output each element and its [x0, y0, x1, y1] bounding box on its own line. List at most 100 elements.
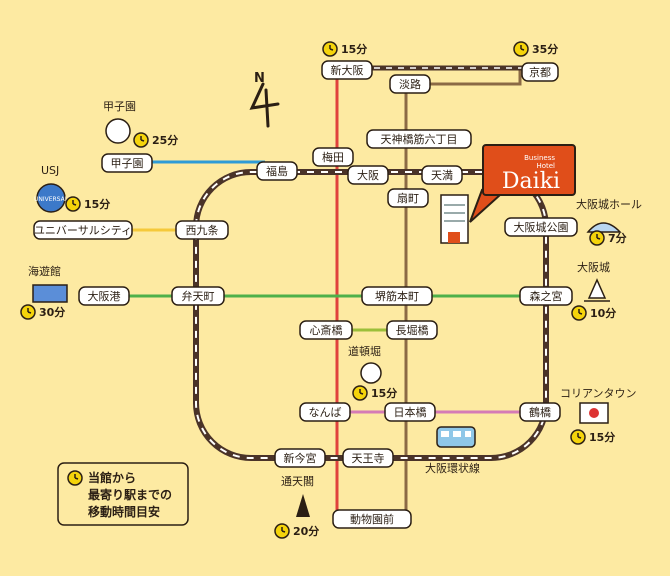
svg-text:森之宮: 森之宮 [530, 289, 563, 303]
svg-text:7分: 7分 [608, 231, 627, 245]
station-osakako[interactable]: 大阪港 [78, 286, 130, 306]
svg-text:大阪港: 大阪港 [88, 289, 121, 303]
svg-text:15分: 15分 [341, 42, 367, 56]
svg-text:15分: 15分 [371, 386, 397, 400]
svg-text:コリアンタウン: コリアンタウン [560, 387, 637, 400]
svg-text:淡路: 淡路 [399, 78, 421, 91]
spot-tsutenkaku[interactable]: 通天閣 20分 [274, 475, 319, 539]
station-nagahoribashi[interactable]: 長堀橋 [386, 320, 438, 340]
svg-text:30分: 30分 [39, 305, 65, 319]
svg-text:UNIVERSAL: UNIVERSAL [34, 196, 69, 203]
svg-text:ユニバーサルシティ: ユニバーサルシティ [34, 224, 132, 237]
station-namba[interactable]: なんば [299, 402, 351, 422]
station-ogimachi[interactable]: 扇町 [387, 188, 429, 208]
svg-text:15分: 15分 [589, 430, 615, 444]
legend: 当館から 最寄り駅までの 移動時間目安 [57, 462, 189, 526]
svg-text:大阪城: 大阪城 [577, 260, 610, 274]
svg-text:USJ: USJ [41, 164, 59, 177]
svg-text:15分: 15分 [84, 197, 110, 211]
station-bentencho[interactable]: 弁天町 [171, 286, 225, 306]
svg-text:動物園前: 動物園前 [350, 512, 394, 526]
station-tenjinbashi[interactable]: 天神橋筋六丁目 [366, 129, 472, 149]
tower-icon [296, 494, 310, 517]
baseball-icon [105, 118, 131, 144]
svg-text:鶴橋: 鶴橋 [529, 405, 551, 419]
svg-text:なんば: なんば [309, 406, 342, 419]
svg-text:福島: 福島 [266, 164, 288, 178]
station-tsuruhashi[interactable]: 鶴橋 [519, 402, 561, 422]
station-morinomiya[interactable]: 森之宮 [519, 286, 573, 306]
hotel-daiki-marker[interactable]: Business Hotel Daiki [469, 144, 576, 223]
svg-text:堺筋本町: 堺筋本町 [375, 289, 419, 303]
station-tennoji[interactable]: 天王寺 [342, 448, 394, 468]
svg-text:弁天町: 弁天町 [182, 289, 215, 303]
svg-text:西九条: 西九条 [186, 223, 219, 237]
svg-text:10分: 10分 [590, 306, 616, 320]
station-osaka[interactable]: 大阪 [347, 165, 389, 185]
svg-text:移動時間目安: 移動時間目安 [88, 504, 160, 519]
svg-text:長堀橋: 長堀橋 [396, 323, 429, 337]
svg-text:海遊館: 海遊館 [28, 264, 61, 278]
arena-icon [586, 222, 622, 233]
svg-text:Hotel: Hotel [536, 162, 555, 170]
station-osakajokoen[interactable]: 大阪城公園 [504, 217, 578, 237]
compass-icon: N [249, 71, 280, 128]
station-nishikujo[interactable]: 西九条 [175, 220, 229, 240]
svg-text:新大阪: 新大阪 [331, 63, 364, 77]
spot-kaiyukan[interactable]: 海遊館 30分 [20, 264, 68, 320]
station-fukushima[interactable]: 福島 [256, 161, 298, 181]
svg-text:京都: 京都 [529, 65, 551, 79]
svg-text:心斎橋: 心斎橋 [310, 323, 343, 337]
spot-dotonbori[interactable]: 道頓堀 15分 [348, 344, 397, 401]
station-dobutsuen[interactable]: 動物園前 [332, 509, 412, 529]
svg-text:梅田: 梅田 [322, 150, 344, 164]
svg-text:扇町: 扇町 [397, 191, 419, 205]
svg-text:甲子園: 甲子園 [111, 157, 144, 170]
svg-text:新今宮: 新今宮 [284, 451, 317, 465]
globe-icon [36, 183, 66, 213]
svg-text:道頓堀: 道頓堀 [348, 344, 381, 358]
station-nipponbashi[interactable]: 日本橋 [384, 402, 436, 422]
loop-line-label: 大阪環状線 [425, 461, 480, 475]
time-shin-osaka: 15分 [322, 41, 367, 57]
svg-text:天満: 天満 [431, 169, 453, 182]
svg-text:大阪城公園: 大阪城公園 [514, 220, 569, 234]
station-sakaisuji[interactable]: 堺筋本町 [361, 286, 433, 306]
spot-osakajohall[interactable]: 大阪城ホール 7分 [576, 197, 642, 246]
station-shinimamiya[interactable]: 新今宮 [274, 448, 326, 468]
svg-text:当館から: 当館から [88, 470, 136, 485]
spot-koreatown[interactable]: コリアンタウン 15分 [560, 387, 637, 445]
station-shinsaibashi[interactable]: 心斎橋 [299, 320, 353, 340]
svg-text:通天閣: 通天閣 [281, 475, 314, 488]
spot-koshien[interactable]: 甲子園 25分 [103, 100, 178, 148]
svg-text:甲子園: 甲子園 [103, 100, 136, 113]
svg-text:N: N [254, 71, 265, 86]
osaka-loop-line [193, 169, 549, 461]
hotel-building-icon [440, 194, 469, 244]
svg-text:35分: 35分 [532, 42, 558, 56]
station-koshien[interactable]: 甲子園 [101, 153, 153, 173]
svg-text:大阪: 大阪 [357, 168, 379, 182]
station-shin-osaka[interactable]: 新大阪 [321, 60, 373, 80]
svg-text:日本橋: 日本橋 [394, 405, 427, 419]
svg-text:20分: 20分 [293, 524, 319, 538]
station-awaji[interactable]: 淡路 [389, 74, 431, 94]
time-kyoto: 35分 [513, 41, 558, 57]
svg-text:最寄り駅までの: 最寄り駅までの [88, 487, 172, 502]
station-tenma[interactable]: 天満 [421, 165, 463, 185]
station-umeda[interactable]: 梅田 [312, 147, 354, 167]
loop-train-icon [436, 426, 476, 448]
station-kyoto[interactable]: 京都 [521, 62, 559, 82]
svg-text:天王寺: 天王寺 [352, 452, 385, 465]
svg-text:25分: 25分 [152, 133, 178, 147]
glico-icon [360, 362, 382, 384]
spot-osakajo[interactable]: 大阪城 10分 [571, 260, 616, 321]
station-usj[interactable]: ユニバーサルシティ [33, 220, 133, 240]
spot-usj[interactable]: USJ UNIVERSAL 15分 [34, 164, 110, 213]
svg-text:天神橋筋六丁目: 天神橋筋六丁目 [381, 132, 458, 146]
aquarium-icon [32, 284, 68, 303]
svg-text:Business: Business [524, 154, 555, 162]
svg-text:Daiki: Daiki [502, 169, 560, 194]
